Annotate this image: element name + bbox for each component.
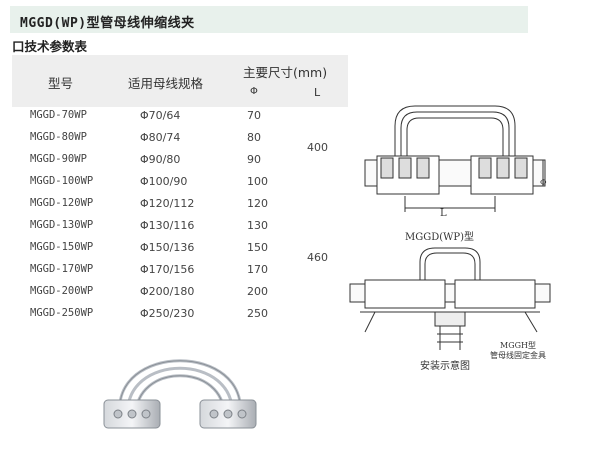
cell-model: MGGD-90WP xyxy=(30,153,87,165)
dim-label-phi: Φ xyxy=(540,178,547,187)
header-l: L xyxy=(314,86,321,99)
cell-phi: 80 xyxy=(247,131,261,144)
cell-phi: 170 xyxy=(247,263,268,276)
cell-model: MGGD-120WP xyxy=(30,197,94,209)
page-title: MGGD(WP)型管母线伸缩线夹 xyxy=(20,16,195,31)
cell-phi: 200 xyxy=(247,285,268,298)
l-value-group2: 460 xyxy=(307,251,328,264)
header-spec: 适用母线规格 xyxy=(128,76,204,91)
cell-spec: Φ80/74 xyxy=(140,131,181,144)
cell-phi: 130 xyxy=(247,219,268,232)
cell-model: MGGD-80WP xyxy=(30,131,87,143)
cell-spec: Φ70/64 xyxy=(140,109,181,122)
cell-phi: 70 xyxy=(247,109,261,122)
table-header xyxy=(12,55,348,107)
cell-model: MGGD-130WP xyxy=(30,219,94,231)
cell-spec: Φ100/90 xyxy=(140,175,188,188)
cell-phi: 90 xyxy=(247,153,261,166)
title-bar xyxy=(10,6,528,33)
installation-caption: 安装示意图 xyxy=(420,361,470,372)
dim-label-l: L xyxy=(440,208,447,219)
cell-model: MGGD-150WP xyxy=(30,241,94,253)
fixing-note-line1: MGGH型 xyxy=(500,341,536,350)
installation-diagram xyxy=(349,247,551,350)
cell-spec: Φ200/180 xyxy=(140,285,195,298)
header-phi: Φ xyxy=(250,86,258,97)
l-value-group1: 400 xyxy=(307,141,328,154)
cell-spec: Φ250/230 xyxy=(140,307,195,320)
cell-phi: 150 xyxy=(247,241,268,254)
diagram-caption-top: MGGD(WP)型 xyxy=(405,232,475,243)
cell-model: MGGD-70WP xyxy=(30,109,87,121)
cell-spec: Φ170/156 xyxy=(140,263,195,276)
cell-spec: Φ120/112 xyxy=(140,197,195,210)
cell-model: MGGD-100WP xyxy=(30,175,94,187)
cell-spec: Φ150/136 xyxy=(140,241,195,254)
cell-spec: Φ130/116 xyxy=(140,219,195,232)
cell-model: MGGD-250WP xyxy=(30,307,94,319)
cell-phi: 100 xyxy=(247,175,268,188)
cell-model: MGGD-170WP xyxy=(30,263,94,275)
cell-spec: Φ90/80 xyxy=(140,153,181,166)
cell-phi: 250 xyxy=(247,307,268,320)
cell-model: MGGD-200WP xyxy=(30,285,94,297)
product-photo xyxy=(103,359,257,429)
cell-phi: 120 xyxy=(247,197,268,210)
header-dims: 主要尺寸(mm) xyxy=(243,65,328,80)
section-subtitle: 口技术参数表 xyxy=(12,39,88,54)
fixing-note-line2: 管母线固定金具 xyxy=(490,351,546,360)
header-model: 型号 xyxy=(48,76,74,91)
clamp-diagram-top xyxy=(364,105,546,212)
